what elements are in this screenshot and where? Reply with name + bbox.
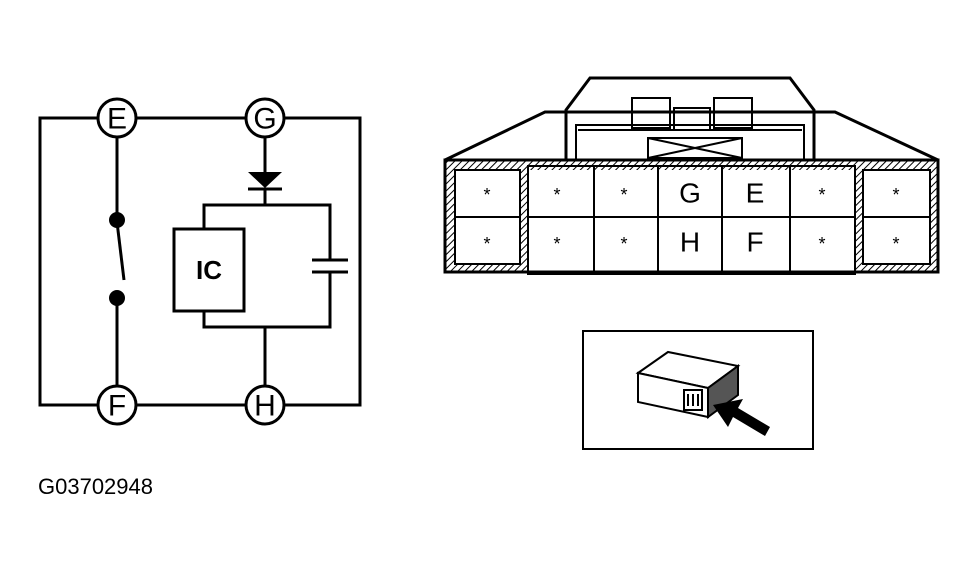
connector-shoulders (444, 110, 939, 162)
relay-module-icon (635, 350, 741, 419)
cavity-bottom-2: * (553, 234, 560, 254)
cavity-top-6: * (818, 185, 825, 205)
node-h: H (244, 384, 286, 426)
wire-inner-top (202, 203, 332, 260)
node-e-label: E (107, 103, 127, 136)
arrow-icon (713, 399, 770, 436)
wire-outer-left (38, 116, 98, 407)
cavity-bottom-1: * (483, 234, 490, 254)
latch-tab-middle (673, 107, 711, 131)
latch-tab-right (713, 97, 753, 129)
cavity-top-2: * (553, 185, 560, 205)
diode-icon (248, 172, 282, 191)
cavity-top-1: * (483, 185, 490, 205)
connector-face (443, 76, 940, 275)
node-h-label: H (254, 390, 276, 423)
cavity-top-7: * (892, 185, 899, 205)
node-g: G (244, 97, 286, 139)
wire-outer-right (284, 116, 362, 407)
circuit-schematic (38, 116, 362, 407)
locator-inset (582, 330, 814, 450)
cavity-bottom-6: * (818, 234, 825, 254)
node-g-label: G (253, 103, 276, 136)
node-f-label: F (108, 390, 126, 423)
switch-contact (115, 221, 126, 281)
cavity-top-3: * (620, 185, 627, 205)
cavity-grid (454, 165, 931, 275)
cavity-bottom-5: F (746, 227, 763, 258)
wire-inner-bottom (202, 272, 332, 329)
latch-tab-left (631, 97, 671, 129)
cavity-bottom-3: * (620, 234, 627, 254)
cavity-bottom-4: H (680, 227, 700, 258)
cavity-top-4: G (679, 178, 701, 209)
cavity-top-5: E (746, 178, 765, 209)
ic-box (172, 227, 246, 313)
latch-cross (647, 137, 743, 159)
connector-latch (564, 76, 816, 160)
node-e: E (96, 97, 138, 139)
figure-code: G03702948 (38, 474, 153, 499)
switch-dot-top (109, 212, 125, 228)
ic-label: IC (196, 255, 222, 285)
switch-dot-bottom (109, 290, 125, 306)
cavity-bottom-7: * (892, 234, 899, 254)
connector-body-outline (443, 158, 940, 274)
latch-inner (575, 124, 805, 160)
node-f: F (96, 384, 138, 426)
inset-frame (582, 330, 814, 450)
